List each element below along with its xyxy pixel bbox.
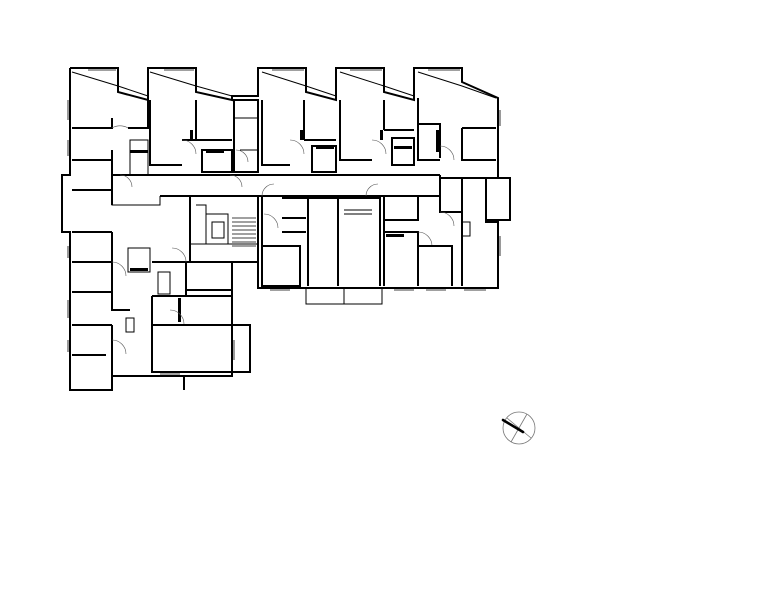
unit-south-1 bbox=[261, 196, 309, 287]
unit-east-1 bbox=[383, 195, 433, 286]
unit-top-4 bbox=[339, 71, 415, 166]
unit-west-2 bbox=[72, 317, 135, 388]
facade-windows bbox=[67, 69, 501, 375]
building-outline bbox=[61, 67, 511, 391]
unit-top-3 bbox=[261, 71, 337, 173]
north-arrow-icon bbox=[501, 411, 536, 445]
unit-south-2 bbox=[307, 197, 381, 286]
unit-top-1 bbox=[71, 71, 149, 205]
unit-west-center bbox=[151, 247, 233, 373]
central-corridor bbox=[111, 174, 441, 206]
stair-elevator-core bbox=[189, 195, 259, 263]
unit-west-1 bbox=[72, 231, 151, 311]
unit-top-5 bbox=[417, 71, 497, 161]
unit-top-2 bbox=[149, 71, 233, 173]
unit-east-2 bbox=[418, 177, 487, 286]
stair-core-top bbox=[233, 99, 259, 173]
